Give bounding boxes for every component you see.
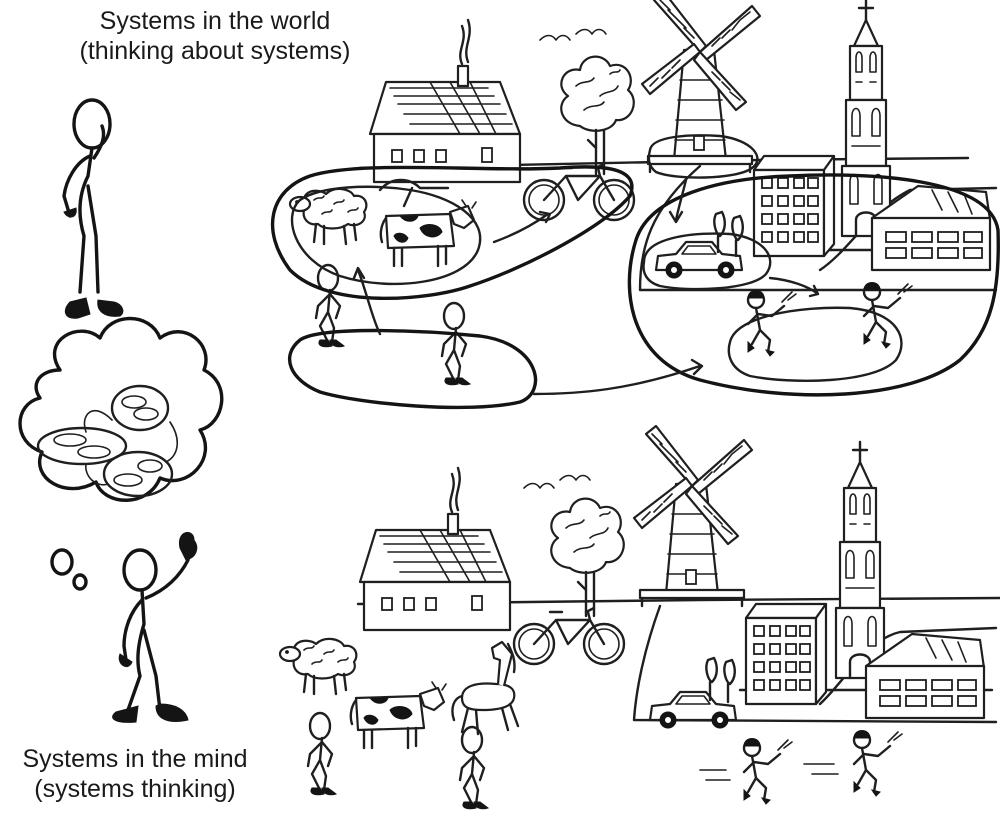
top-windmill-icon <box>640 0 762 174</box>
top-church-tower-icon <box>840 0 892 238</box>
top-sheep-icon <box>288 187 368 246</box>
bottom-apartment-block-icon <box>744 602 828 706</box>
top-poplar-icon <box>713 210 744 258</box>
bottom-road-lines <box>356 596 1000 724</box>
bottom-bicycle-icon <box>512 606 626 666</box>
caption-bottom-line-2: (systems thinking) <box>34 775 236 803</box>
bottom-cow-icon <box>349 680 448 750</box>
top-birds-icon <box>539 28 607 41</box>
bottom-horse-icon <box>451 640 520 736</box>
top-car-icon <box>654 240 744 280</box>
caption-systems-in-the-mind: Systems in the mind (systems thinking) <box>0 744 270 804</box>
bottom-worker-right-icon <box>852 729 904 798</box>
bottom-sheep-icon <box>278 637 358 696</box>
bottom-church-tower-icon <box>834 440 886 680</box>
bottom-tree-icon <box>550 497 625 618</box>
caption-bottom-line-1: Systems in the mind <box>22 745 248 773</box>
top-worker-left-icon <box>746 289 798 358</box>
bottom-windmill-icon <box>632 424 754 608</box>
thought-cloud-icon <box>18 316 224 591</box>
top-apartment-block-icon <box>752 154 836 258</box>
top-horse-icon <box>378 178 450 208</box>
thinking-stick-figure-icon <box>62 98 125 320</box>
top-person-right-icon <box>440 301 472 386</box>
caption-top-line-2: (thinking about systems) <box>79 37 351 65</box>
top-tree-icon <box>560 55 635 176</box>
caption-systems-in-the-world: Systems in the world (thinking about sys… <box>30 6 400 66</box>
bottom-poplar-icon <box>705 656 736 704</box>
bottom-birds-icon <box>523 474 591 489</box>
bottom-worker-left-icon <box>742 737 794 806</box>
bottom-person-right-icon <box>458 725 490 810</box>
bottom-motion-lines <box>699 763 839 781</box>
top-house-icon <box>368 18 522 184</box>
bottom-car-icon <box>648 690 738 730</box>
system-boundaries <box>270 134 1000 410</box>
caption-top-line-1: Systems in the world <box>99 7 331 35</box>
bottom-house-icon <box>358 466 512 632</box>
top-worker-right-icon <box>862 281 914 350</box>
bottom-person-left-icon <box>306 711 338 796</box>
pointing-stick-figure-icon <box>112 532 198 723</box>
